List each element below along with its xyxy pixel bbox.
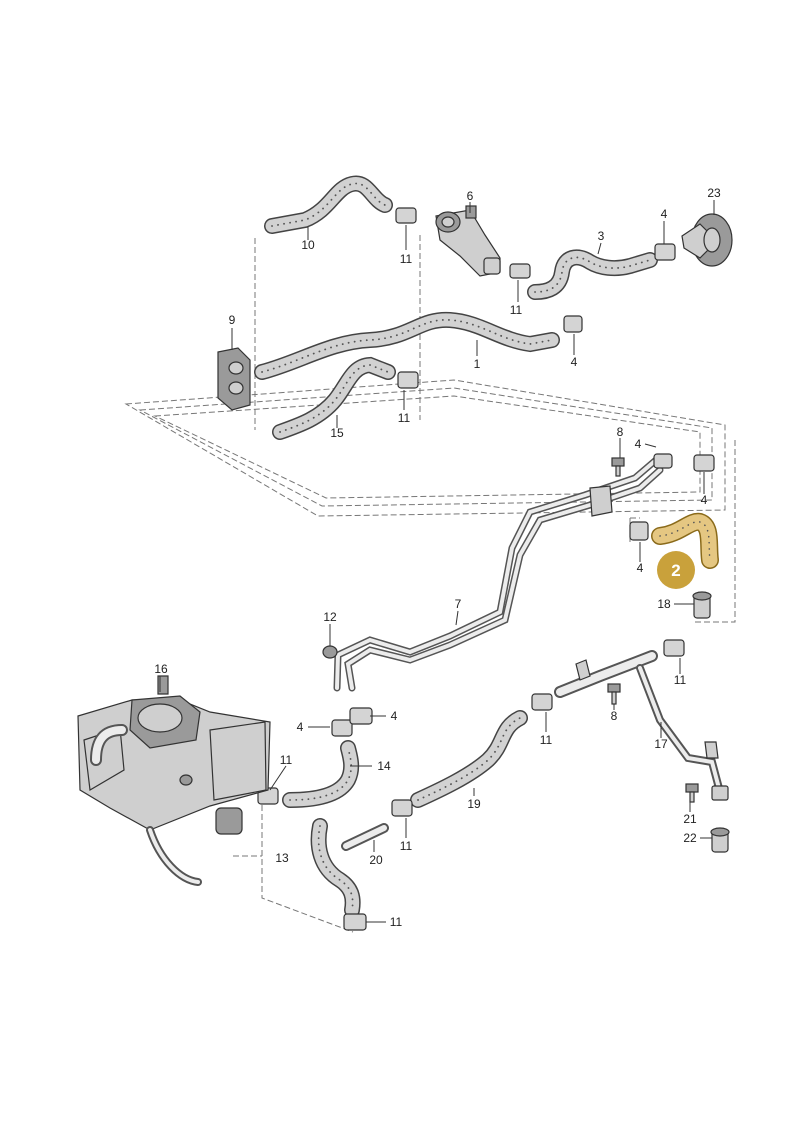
callout-11: 11 [400,252,413,266]
callout-numbers: 6 3 23 4 11 11 10 9 1 4 11 15 8 4 4 4 18… [154,186,721,929]
callout-11: 11 [400,839,413,853]
callout-19: 19 [467,797,481,811]
grommet-23 [681,213,733,267]
clamp-icon [331,719,353,737]
callout-15: 15 [330,426,344,440]
screw-8-upper [611,457,625,477]
clamp-icon [654,243,676,261]
grommet-9 [217,347,251,411]
callout-11: 11 [510,303,523,317]
callout-4: 4 [661,207,668,221]
plug-22 [710,827,730,853]
clamp-icon [343,913,367,931]
callout-12: 12 [323,610,337,624]
highlight-badge: 2 [657,551,695,589]
leader-lines [159,200,715,923]
plug-18 [692,591,712,619]
callout-3: 3 [598,229,605,243]
callout-11: 11 [540,733,553,747]
callout-10: 10 [301,238,315,252]
clamp-icon [349,707,373,725]
clamp-icon [531,693,553,711]
clamp-icon [395,207,417,224]
callout-20: 20 [369,853,383,867]
screw-21 [685,783,699,803]
clamp-icon [397,371,419,389]
hose-1 [254,311,560,380]
callout-22: 22 [683,831,697,845]
control-valve-6 [435,205,501,277]
callout-11: 11 [674,673,687,687]
coolant-pipe-17 [554,650,729,801]
callout-17: 17 [654,737,668,751]
auxiliary-heater-16 [77,675,271,886]
highlighted-hose-2 [651,512,719,569]
callout-16: 16 [154,662,168,676]
callout-6: 6 [467,189,474,203]
callout-4: 4 [635,437,642,451]
hose-14 [282,740,360,808]
clamp-icon [663,639,685,657]
callout-21: 21 [683,812,697,826]
callout-11: 11 [398,411,411,425]
callout-13: 13 [275,851,289,865]
pipe-20 [341,823,389,851]
callout-9: 9 [229,313,236,327]
highlight-badge-circle [657,551,695,589]
callout-7: 7 [455,597,462,611]
callout-4: 4 [701,493,708,507]
callout-23: 23 [707,186,721,200]
highlight-badge-label: 2 [671,561,680,580]
hose-13 [310,818,361,918]
callout-1: 1 [474,357,481,371]
callout-8: 8 [617,425,624,439]
screw-12 [322,645,338,659]
hose-15 [272,356,396,440]
callout-4: 4 [391,709,398,723]
coolant-pipe-7 [333,456,664,692]
clamp-icon [693,454,715,472]
callout-18: 18 [657,597,671,611]
callout-8: 8 [611,709,618,723]
clamp-icon [391,799,413,817]
clamp-icon [563,315,583,333]
callout-4: 4 [637,561,644,575]
callout-14: 14 [377,759,391,773]
hose-10 [264,175,393,234]
clamp-icon [509,263,531,279]
clamp-icon [653,453,673,469]
callout-11: 11 [390,915,403,929]
callout-11: 11 [280,753,293,767]
callout-4: 4 [297,720,304,734]
screw-8-lower [607,683,621,705]
clamp-icon [629,521,649,541]
callout-4: 4 [571,355,578,369]
hose-19 [410,710,528,808]
hose-3 [527,249,658,300]
